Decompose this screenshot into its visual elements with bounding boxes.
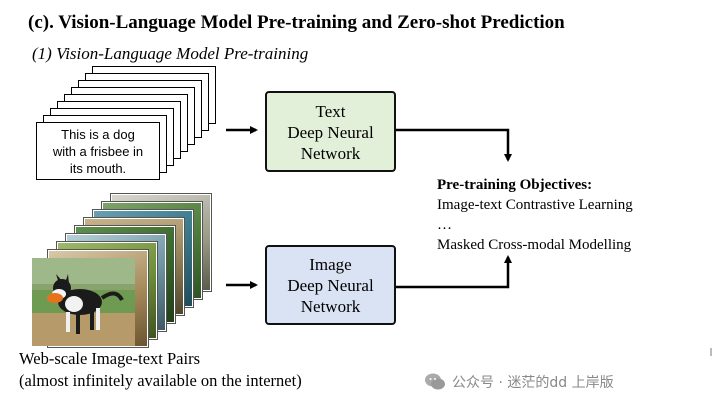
watermark: 公众号 · 迷茫的dd 上岸版: [424, 372, 614, 392]
pairs-caption-line: (almost infinitely available on the inte…: [19, 371, 302, 390]
text-encoder-line: Text: [315, 102, 346, 121]
pairs-caption-line: Web-scale Image-text Pairs: [19, 349, 201, 368]
wechat-icon: [425, 373, 445, 390]
image-encoder-line: Network: [300, 297, 361, 316]
image-caption-card: This is a dog with a frisbee in its mout…: [36, 122, 160, 180]
dog-frisbee-photo: [32, 258, 135, 346]
objective-item: Masked Cross-modal Modelling: [437, 237, 632, 253]
caption-line: This is a dog: [61, 127, 135, 142]
objectives-title: Pre-training Objectives:: [437, 177, 593, 193]
text-encoder-box: Text Deep Neural Network: [265, 91, 396, 172]
image-encoder-line: Image: [309, 255, 352, 274]
image-encoder-line: Deep Neural: [287, 276, 374, 295]
figure-subheading: (1) Vision-Language Model Pre-training: [32, 44, 309, 63]
objective-item: Image-text Contrastive Learning: [437, 197, 633, 213]
caption-line: with a frisbee in: [52, 144, 144, 159]
figure-heading: (c). Vision-Language Model Pre-training …: [28, 12, 565, 33]
text-encoder-line: Network: [300, 144, 361, 163]
arrow-text-encoder-to-objectives: [396, 128, 512, 162]
text-encoder-line: Deep Neural: [287, 123, 374, 142]
image-encoder-box: Image Deep Neural Network: [265, 245, 396, 325]
caption-line: its mouth.: [69, 161, 127, 176]
objective-item: …: [437, 217, 452, 233]
arrow-image-encoder-to-objectives: [396, 255, 512, 289]
watermark-text: 公众号 · 迷茫的dd 上岸版: [452, 375, 614, 391]
pretraining-objectives: Pre-training Objectives: Image-text Cont…: [437, 175, 633, 255]
image-text-pairs-caption: Web-scale Image-text Pairs (almost infin…: [19, 348, 302, 392]
